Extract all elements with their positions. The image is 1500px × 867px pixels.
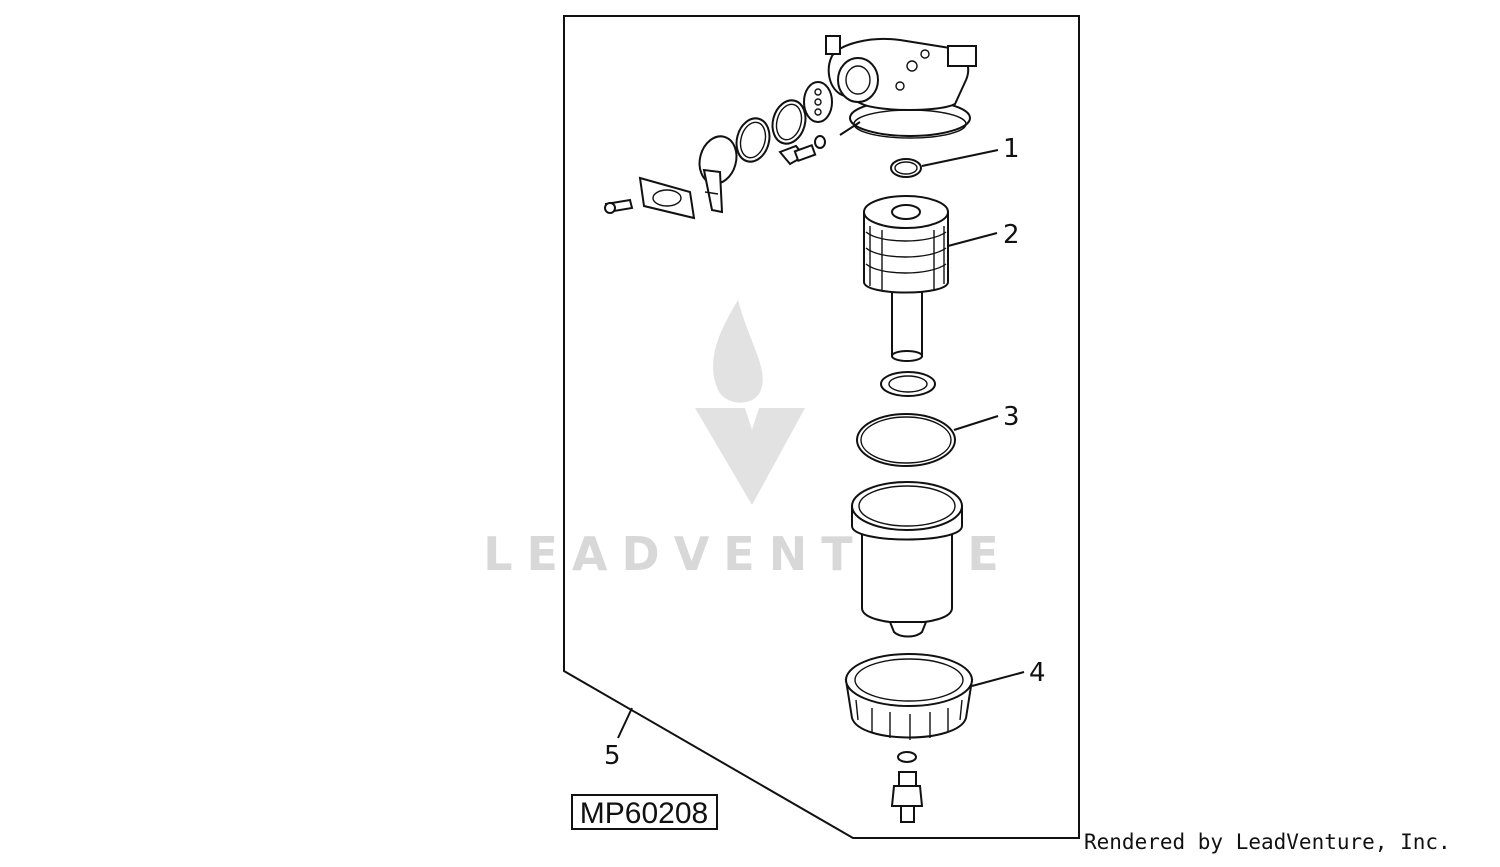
retaining-ring xyxy=(844,653,974,740)
shutoff-lever xyxy=(698,135,738,214)
diagram-id: MP60208 xyxy=(580,797,708,830)
o-ring-small xyxy=(890,158,922,178)
leader-2 xyxy=(947,232,998,247)
callout-2: 2 xyxy=(1003,220,1020,250)
callout-1: 1 xyxy=(1003,134,1020,164)
leader-3 xyxy=(953,415,999,431)
leader-1 xyxy=(921,149,999,167)
cover-plate xyxy=(638,176,696,220)
cover-screw xyxy=(604,198,634,214)
drain-o-ring xyxy=(897,751,917,763)
callout-3: 3 xyxy=(1003,402,1020,432)
render-credit: Rendered by LeadVenture, Inc. xyxy=(1084,830,1451,854)
o-ring-large xyxy=(856,413,956,467)
callout-4: 4 xyxy=(1029,658,1046,688)
filter-bowl xyxy=(851,481,963,638)
kit-boundary xyxy=(563,15,1080,839)
seal-ring-medium xyxy=(735,117,771,163)
leader-5 xyxy=(617,707,633,739)
filter-head xyxy=(825,35,977,139)
filter-element xyxy=(863,195,949,362)
leader-4 xyxy=(971,671,1025,687)
seal-ring-large xyxy=(771,99,807,145)
leadventure-logo-icon xyxy=(695,300,805,505)
bleed-bolt xyxy=(778,143,817,166)
callout-5: 5 xyxy=(604,741,621,771)
drain-plug xyxy=(890,771,924,823)
diagram-id-box xyxy=(571,794,718,830)
port-gasket xyxy=(803,81,833,149)
